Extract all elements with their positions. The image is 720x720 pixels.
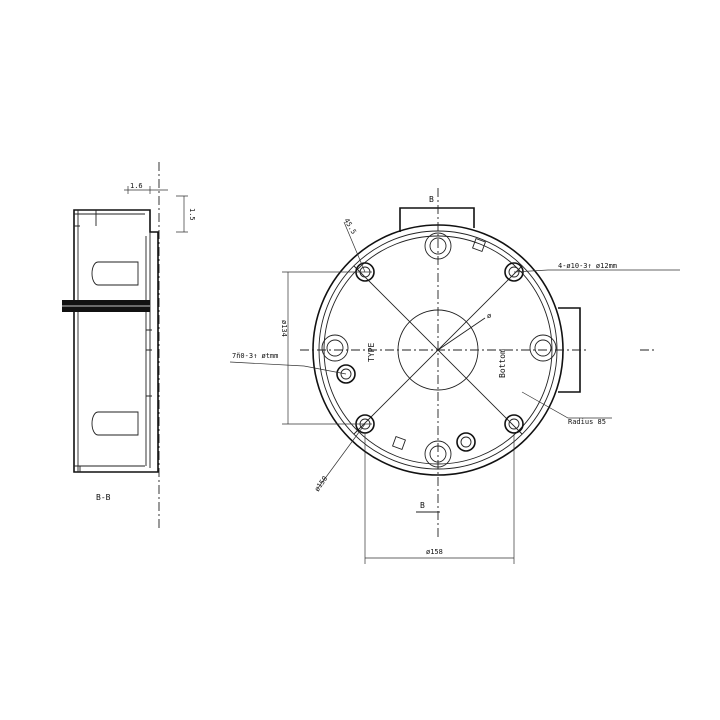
section-top-lip [74, 210, 145, 227]
top-marker: B [429, 195, 434, 204]
diameter-label: ø150 [313, 475, 329, 493]
dim-top-width-label: 1.6 [130, 182, 143, 190]
dim-left-label: ø134 [280, 320, 288, 337]
section-outline [73, 209, 159, 473]
hole-callout-right-leader [513, 269, 680, 273]
bottom-marker: B [420, 501, 425, 510]
section-notches [146, 329, 152, 397]
dim-top-height-line [176, 195, 188, 233]
left-text: TYPE [367, 343, 376, 362]
lower-slot [91, 411, 139, 436]
right-text: Bottom [498, 349, 507, 378]
angle-label: 45.5 [342, 217, 357, 236]
dim-top-width-line [124, 186, 168, 194]
radius-label: Radius 85 [568, 418, 606, 426]
dim-bottom-line [364, 432, 515, 564]
diameter-leader [317, 423, 366, 489]
dim-top-height-label: 1.5 [188, 208, 196, 221]
section-view: 1.6 1.5 B-B [62, 162, 196, 530]
hole-callout-left-leader [229, 361, 347, 375]
dim-left-line [282, 271, 372, 425]
section-bottom-lip [74, 465, 145, 472]
angle-leader [437, 317, 486, 351]
angle-leader-line [343, 221, 366, 273]
large-bosses [321, 232, 557, 468]
rim-marks [392, 238, 486, 450]
top-boss [399, 207, 475, 232]
dim-bottom-label: ø158 [426, 548, 443, 556]
center-text: ø [487, 312, 492, 320]
hole-callout-right: 4-ø10-3↑ ø12mm [558, 262, 617, 270]
plan-view: ø134 ø158 4-ø10-3↑ ø12mm 7ñ0-3↑ øtmm 45.… [229, 188, 680, 564]
radius-leader [521, 391, 612, 419]
upper-slot [91, 261, 139, 286]
hole-callout-left: 7ñ0-3↑ øtmm [232, 352, 278, 360]
section-caption: B-B [96, 493, 111, 502]
